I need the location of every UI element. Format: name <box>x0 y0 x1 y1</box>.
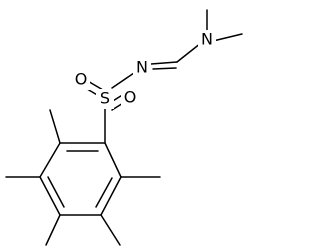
sulfur-label: S <box>100 89 110 108</box>
sulfur-label-background <box>96 89 114 109</box>
bond-layer <box>5 9 243 246</box>
methyl-bond-upper-left <box>49 109 61 144</box>
oxygen-left-label: O <box>75 70 88 89</box>
atom-label-layer: N N S O O <box>72 30 216 109</box>
molecule-structure-svg: N N S O O <box>5 9 243 246</box>
methyl-bond-lower-right <box>100 214 121 246</box>
bond-n-formamidine-carbon <box>176 42 202 63</box>
bond-carbon-imine-double-a <box>150 61 178 65</box>
ring-inner-double-right <box>95 177 113 208</box>
ring-bond-left <box>39 176 61 216</box>
bond-n-methyl-right <box>212 33 243 42</box>
molecule-structure-diagram: N N S O O <box>5 9 243 246</box>
ring-bond-top-right <box>104 142 122 178</box>
ring-bond-top-left <box>39 142 61 178</box>
bond-carbon-imine-double-b <box>152 67 177 70</box>
imine-n-label-background <box>133 58 151 78</box>
amine-n-label-background <box>198 30 216 50</box>
ring-inner-double-left <box>47 176 65 208</box>
bond-imine-sulfur <box>111 72 135 89</box>
oxygen-right-label: O <box>124 88 137 107</box>
ring-bond-right <box>100 176 122 216</box>
methyl-bond-lower-left <box>45 214 61 246</box>
oxygen-right-label-background <box>121 88 139 108</box>
imine-nitrogen-label: N <box>136 58 148 77</box>
oxygen-left-label-background <box>72 70 90 90</box>
amine-nitrogen-label: N <box>201 30 213 49</box>
